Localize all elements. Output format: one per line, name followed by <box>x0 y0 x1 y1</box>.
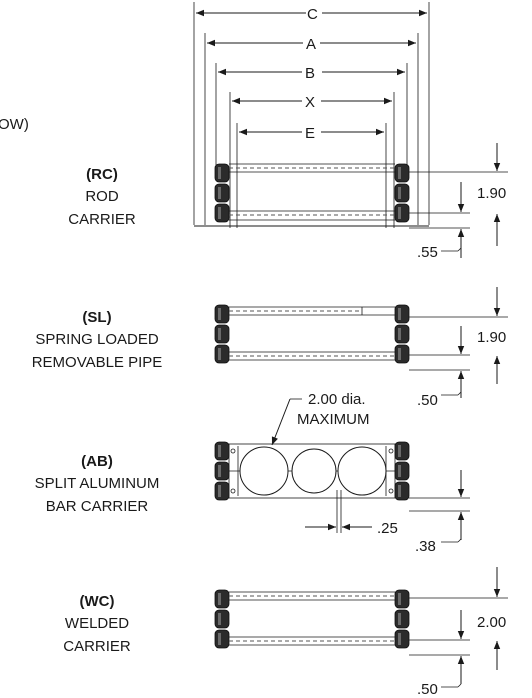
rc-label: (RC) ROD CARRIER <box>68 166 136 228</box>
pipe-circle <box>291 448 337 494</box>
rc-height-dim: 1.90 <box>477 185 506 202</box>
wc-line2: CARRIER <box>63 638 131 655</box>
sl-carrier-drawing: 1.90 .50 <box>214 287 508 409</box>
rc-line1: ROD <box>85 188 119 205</box>
sl-height-dim: 1.90 <box>477 329 506 346</box>
dim-e-label: E <box>305 125 315 142</box>
ab-carrier-drawing: 2.00 dia. MAXIMUM .25 .38 <box>214 391 470 555</box>
ab-label: (AB) SPLIT ALUMINUM BAR CARRIER <box>35 453 160 515</box>
ab-line2: BAR CARRIER <box>46 498 149 515</box>
wc-offset-dim: .50 <box>417 681 438 698</box>
rc-line2: CARRIER <box>68 211 136 228</box>
sl-line2: REMOVABLE PIPE <box>32 354 163 371</box>
dim-x-label: X <box>305 94 315 111</box>
sl-line1: SPRING LOADED <box>35 331 159 348</box>
dim-a-label: A <box>306 36 316 53</box>
wc-code: (WC) <box>80 593 115 610</box>
wc-height-dim: 2.00 <box>477 614 506 631</box>
pipe-circle <box>239 446 289 496</box>
cut-off-label: OW) <box>0 116 29 133</box>
wc-carrier-drawing: 2.00 .50 <box>214 567 508 698</box>
top-dimensions: C A B X E <box>193 2 430 228</box>
ab-gap-dim: .25 <box>377 520 398 537</box>
wc-label: (WC) WELDED CARRIER <box>63 593 131 655</box>
ab-line1: SPLIT ALUMINUM <box>35 475 160 492</box>
rc-offset-dim: .55 <box>417 244 438 261</box>
wc-line1: WELDED <box>65 615 129 632</box>
rc-code: (RC) <box>86 166 118 183</box>
dim-b-label: B <box>305 65 315 82</box>
ab-callout-line1: 2.00 dia. <box>308 391 366 408</box>
sl-offset-dim: .50 <box>417 392 438 409</box>
pipe-circle <box>337 446 387 496</box>
dim-c-label: C <box>307 6 318 23</box>
ab-callout-line2: MAXIMUM <box>297 411 370 428</box>
ab-offset-dim: .38 <box>415 538 436 555</box>
ab-code: (AB) <box>81 453 113 470</box>
sl-label: (SL) SPRING LOADED REMOVABLE PIPE <box>32 309 163 371</box>
rc-carrier-drawing: 1.90 .55 <box>194 143 508 261</box>
sl-code: (SL) <box>82 309 111 326</box>
